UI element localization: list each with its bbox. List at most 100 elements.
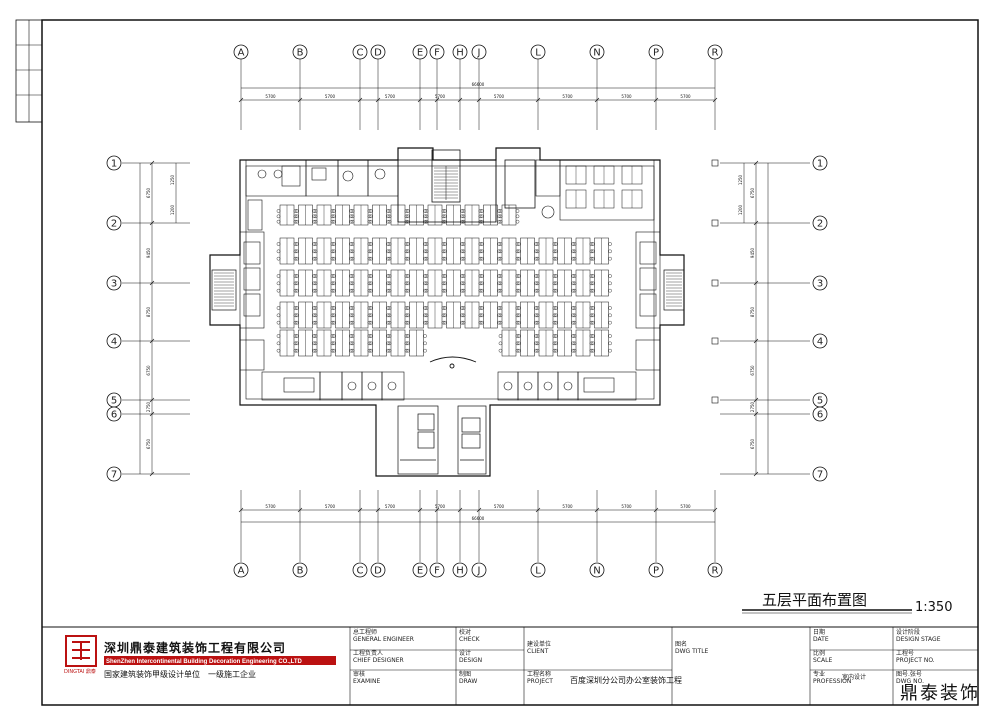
row-dimension-label: 6750 <box>750 365 755 376</box>
svg-text:E: E <box>417 566 423 577</box>
workstation-cluster <box>313 237 335 265</box>
grid-bubble-E: E <box>412 562 428 578</box>
drawing-title-group: 五层平面布置图 1:350 <box>742 591 952 615</box>
east-side-rooms <box>635 231 661 371</box>
workstation-cluster <box>443 269 464 297</box>
svg-text:N: N <box>593 48 600 59</box>
company-name-cn: 深圳鼎泰建筑装饰工程有限公司 <box>104 640 286 655</box>
row-dimension-label: 6750 <box>750 438 755 449</box>
svg-text:6: 6 <box>111 410 117 421</box>
workstation-cluster <box>443 204 464 226</box>
workstation-cluster <box>295 269 316 297</box>
grid-bubble-J: J <box>471 562 487 578</box>
row-dimension-label: 9450 <box>146 247 151 258</box>
company-name-en: ShenZhen Intercontinental Building Decor… <box>106 659 303 665</box>
project-name: 百度深圳分公司办公室装饰工程 <box>570 675 682 685</box>
workstation-cluster <box>332 237 353 265</box>
bay-dimension-label: 5700 <box>621 504 632 509</box>
bay-dimension-label: 5700 <box>385 504 396 509</box>
watermark: 鼎泰装饰 <box>900 683 980 704</box>
workstation-cluster <box>535 301 557 329</box>
workstation-cluster <box>480 269 501 297</box>
grid-bubble-D: D <box>370 562 386 578</box>
grid-bubble-row-2: 2 <box>812 215 828 231</box>
grid-bubble-C: C <box>352 44 368 60</box>
bay-dimension-label: 5700 <box>680 504 691 509</box>
grid-bubble-row-3: 3 <box>812 275 828 291</box>
grid-bubble-R: R <box>707 44 723 60</box>
workstation-cluster <box>424 237 446 265</box>
workstation-cluster <box>313 329 335 357</box>
bay-dimension-label: 5700 <box>562 504 573 509</box>
grid-bubble-row-5: 5 <box>106 392 122 408</box>
grid-bubble-N: N <box>589 44 605 60</box>
workstation-cluster <box>535 329 557 357</box>
company-logo: DINGTAI 鼎泰 <box>64 635 97 675</box>
sub-dimension-label: 1250 <box>738 174 743 185</box>
workstation-cluster <box>498 237 520 265</box>
bay-dimension-label: 5700 <box>680 94 691 99</box>
grid-bubble-row-6: 6 <box>812 406 828 422</box>
grid-bubble-F: F <box>429 44 445 60</box>
grid-bubble-P: P <box>648 44 664 60</box>
grid-bubble-D: D <box>370 44 386 60</box>
workstation-cluster <box>332 204 353 226</box>
svg-text:1: 1 <box>111 159 117 170</box>
grid-bubble-N: N <box>589 562 605 578</box>
sub-dimension-label: 1200 <box>170 204 175 215</box>
workstation-cluster <box>387 329 409 357</box>
workstation-cluster <box>276 204 298 226</box>
svg-text:R: R <box>712 566 719 577</box>
workstation-cluster <box>369 269 390 297</box>
workstation-cluster <box>369 329 390 357</box>
svg-text:5: 5 <box>817 396 823 407</box>
south-offices-left <box>261 371 405 401</box>
svg-text:R: R <box>712 48 719 59</box>
grid-bubble-F: F <box>429 562 445 578</box>
grid-bubble-row-7: 7 <box>106 466 122 482</box>
svg-text:7: 7 <box>111 470 117 481</box>
grid-bubble-row-7: 7 <box>812 466 828 482</box>
workstation-cluster <box>517 269 538 297</box>
row-dimension-label: 2750 <box>146 401 151 412</box>
workstation-cluster <box>591 329 612 357</box>
bay-dimension-label: 5700 <box>494 94 505 99</box>
company-qualification: 国家建筑装饰甲级设计单位 一级施工企业 <box>104 669 256 679</box>
workstation-cluster <box>554 237 575 265</box>
workstation-cluster <box>517 237 538 265</box>
grid-bubble-row-5: 5 <box>812 392 828 408</box>
grid-bubble-L: L <box>530 562 546 578</box>
logo-caption: DINGTAI 鼎泰 <box>64 668 96 675</box>
bay-dimension-label: 5700 <box>385 94 396 99</box>
workstation-cluster <box>350 269 372 297</box>
workstation-cluster <box>591 269 612 297</box>
row-dimension-label: 8750 <box>146 306 151 317</box>
grid-bubble-J: J <box>471 44 487 60</box>
workstation-cluster <box>369 204 390 226</box>
svg-text:4: 4 <box>111 337 117 348</box>
bay-dimension-label: 5700 <box>325 94 336 99</box>
workstation-cluster <box>387 204 409 226</box>
svg-text:D: D <box>374 566 382 577</box>
svg-text:1: 1 <box>817 159 823 170</box>
svg-text:J: J <box>477 566 481 577</box>
bay-dimension-label: 5700 <box>621 94 632 99</box>
column-markers <box>711 159 719 404</box>
bay-dimension-label: 5700 <box>562 94 573 99</box>
workstation-cluster <box>276 237 298 265</box>
svg-text:B: B <box>297 48 304 59</box>
svg-text:J: J <box>477 48 481 59</box>
workstation-cluster <box>443 237 464 265</box>
workstation-cluster <box>406 329 427 357</box>
sub-dimension-label: 1200 <box>738 204 743 215</box>
workstation-cluster <box>461 204 483 226</box>
